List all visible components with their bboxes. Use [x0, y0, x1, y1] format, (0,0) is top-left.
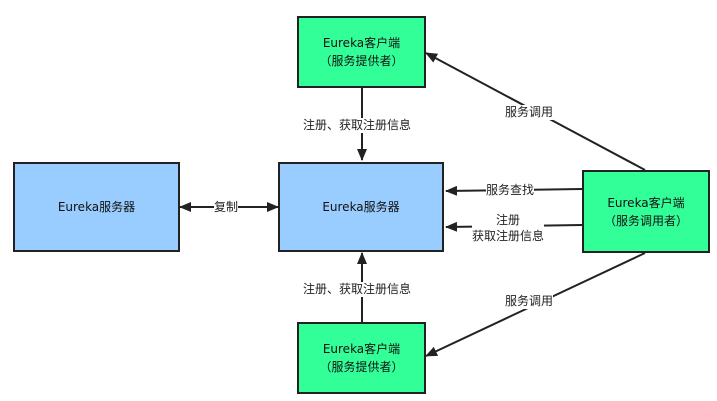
eureka-server-center[interactable]: Eureka服务器 [278, 162, 444, 252]
eureka-provider-top[interactable]: Eureka客户端 （服务提供者） [297, 16, 426, 88]
invoke-top-label: 服务调用 [505, 105, 554, 120]
eureka-consumer-title: Eureka客户端 [607, 195, 685, 210]
register-bottom-label: 注册、获取注册信息 [303, 282, 412, 297]
eureka-provider-bottom[interactable]: Eureka客户端 （服务提供者） [297, 322, 426, 394]
eureka-server-center-label: Eureka服务器 [322, 200, 400, 214]
register-top-label: 注册、获取注册信息 [303, 118, 412, 133]
consumer-register-label-line2: 获取注册信息 [472, 229, 545, 243]
consumer-register-label: 注册 获取注册信息 [472, 212, 545, 244]
eureka-provider-bottom-title: Eureka客户端 [322, 342, 401, 356]
eureka-provider-top-role: （服务提供者） [319, 54, 404, 68]
eureka-server-left[interactable]: Eureka服务器 [13, 162, 180, 252]
eureka-consumer[interactable]: Eureka客户端 （服务调用者） [582, 170, 710, 253]
lookup-label: 服务查找 [486, 183, 535, 198]
replicate-label: 复制 [214, 200, 239, 215]
eureka-server-left-label: Eureka服务器 [57, 200, 136, 214]
eureka-provider-bottom-role: （服务提供者） [319, 360, 404, 374]
invoke-bottom-label: 服务调用 [505, 294, 554, 309]
eureka-consumer-role: （服务调用者） [603, 213, 688, 228]
consumer-register-label-line1: 注册 [496, 213, 521, 227]
eureka-provider-top-title: Eureka客户端 [322, 36, 401, 50]
